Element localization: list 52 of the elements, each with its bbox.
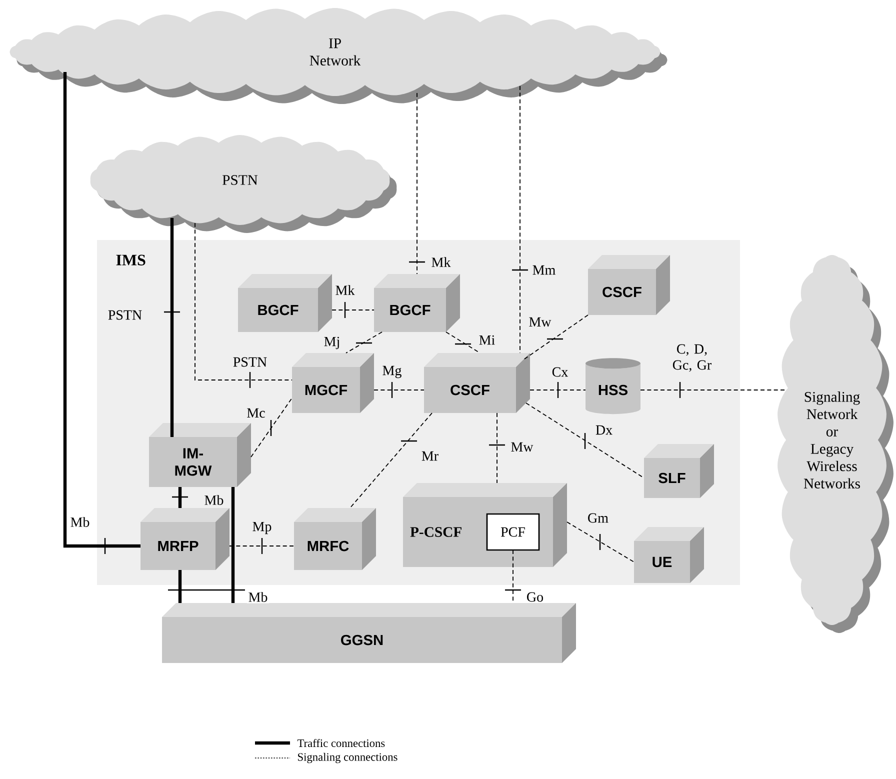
database-cylinder: HSS — [586, 358, 640, 414]
function-box: BGCF — [374, 274, 460, 332]
function-box: MRFC — [294, 508, 376, 570]
function-box: CSCF — [588, 255, 670, 315]
edge-label: Mm — [531, 264, 557, 276]
edge-label: Mc — [245, 407, 267, 419]
function-box: PCF — [486, 513, 540, 551]
connector-line — [446, 332, 480, 354]
function-box: MGCF — [292, 353, 374, 413]
edge-label: Mj — [322, 336, 342, 350]
function-box: SLF — [644, 444, 714, 498]
network-cloud: Signaling Network or Legacy Wireless Networks — [778, 255, 894, 633]
edge-label: Mw — [527, 316, 553, 328]
edge-label: Mi — [478, 334, 496, 346]
connector-line — [346, 332, 382, 354]
function-box: IM-MGW — [149, 423, 251, 487]
connector-line — [522, 314, 588, 360]
legend-text: Signaling connections — [298, 752, 398, 764]
connector-line — [178, 570, 182, 603]
network-cloud: PSTN — [90, 135, 397, 233]
connector-line — [178, 487, 182, 508]
function-box: MRFP — [140, 508, 230, 570]
edge-label: Mb — [202, 494, 226, 506]
connector-line — [63, 72, 140, 548]
edge-label: Mp — [250, 520, 274, 536]
legend-text: Traffic connections — [297, 738, 385, 748]
function-box: BGCF — [238, 274, 332, 332]
edge-label: Mw — [509, 441, 535, 453]
edge-label: Go — [525, 590, 545, 604]
connector-line — [194, 222, 292, 380]
edge-label: Mb — [246, 590, 270, 604]
edge-label: Cx — [550, 366, 570, 378]
connector-line — [416, 92, 418, 274]
function-box: UE — [634, 527, 704, 583]
edge-label: Dx — [594, 424, 614, 436]
edge-label: Mg — [380, 364, 404, 380]
edge-label: PSTN — [232, 356, 268, 368]
connector-line — [250, 398, 292, 458]
edge-label: Gm — [586, 512, 610, 524]
function-box: GGSN — [162, 603, 576, 663]
edge-label: C, D, Gc, Gr — [662, 342, 722, 374]
connector-line — [170, 218, 174, 437]
connector-line — [496, 412, 498, 484]
function-box: CSCF — [424, 353, 530, 413]
edge-label: Mb — [68, 516, 92, 528]
edge-label: Mr — [420, 450, 440, 462]
connector-line — [231, 487, 235, 603]
connector-line — [350, 412, 432, 508]
connector-line — [526, 402, 644, 478]
edge-label: PSTN — [106, 308, 144, 322]
connector-line — [512, 550, 514, 604]
network-cloud: IP Network — [10, 8, 668, 104]
